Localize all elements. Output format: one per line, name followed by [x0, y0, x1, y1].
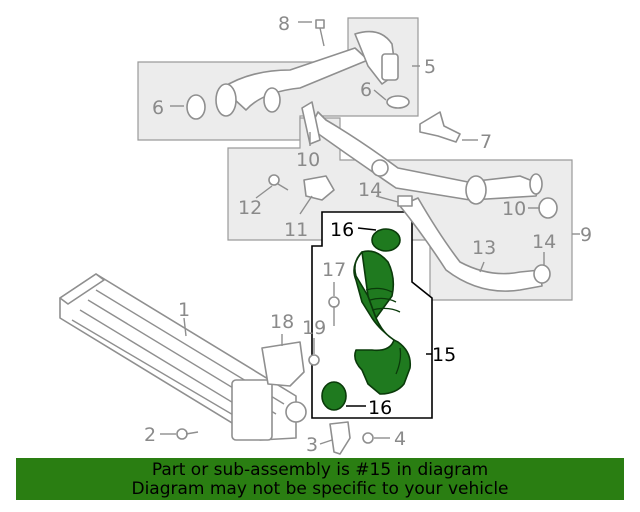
- callout-13: 13: [472, 237, 496, 259]
- callout-11: 11: [284, 219, 308, 241]
- callout-6-left: 6: [152, 97, 164, 119]
- clamp-6-right: [386, 95, 410, 109]
- banner-line-1: Part or sub-assembly is #15 in diagram: [151, 460, 489, 480]
- part-notice-banner: Part or sub-assembly is #15 in diagram D…: [16, 458, 624, 500]
- bracket-10-upper: [301, 101, 321, 145]
- callout-8: 8: [278, 13, 290, 35]
- bracket-3: [329, 421, 351, 455]
- clamp-14-right: [533, 264, 551, 284]
- callout-4: 4: [394, 428, 406, 450]
- callout-2: 2: [144, 424, 156, 446]
- callout-1: 1: [178, 299, 190, 321]
- callout-14-left: 14: [358, 179, 382, 201]
- clamp-10-right: [538, 197, 558, 219]
- callout-14-right: 14: [532, 231, 556, 253]
- callout-7: 7: [480, 131, 492, 153]
- clamp-16-top: [371, 228, 401, 252]
- callout-15: 15: [432, 344, 456, 366]
- callout-3: 3: [306, 434, 318, 456]
- callout-17: 17: [322, 259, 346, 281]
- callout-9: 9: [580, 224, 592, 246]
- callout-10-upper: 10: [296, 149, 320, 171]
- bolt-2: [176, 428, 199, 440]
- callout-10-right: 10: [502, 198, 526, 220]
- bolt-12: [268, 174, 289, 191]
- pipe-assembly-9: [309, 111, 543, 292]
- callout-6-right: 6: [360, 79, 372, 101]
- banner-line-2: Diagram may not be specific to your vehi…: [131, 479, 509, 499]
- callout-19: 19: [302, 317, 326, 339]
- callout-18: 18: [270, 311, 294, 333]
- callout-16-bottom: 16: [368, 397, 392, 419]
- bolt-17: [328, 296, 340, 326]
- bracket-18: [261, 341, 305, 387]
- parts-diagram: 8 5 6 6 7 10 12 11 14 10 13 14 9 16 15 1…: [59, 13, 592, 456]
- hose-15: [353, 250, 412, 395]
- bolt-8: [315, 19, 325, 47]
- bolt-19: [308, 354, 320, 366]
- intercooler-1: [59, 273, 307, 441]
- callout-16-top: 16: [330, 219, 354, 241]
- bracket-7: [419, 111, 461, 143]
- clamp-6-left: [186, 94, 206, 120]
- callout-5: 5: [424, 56, 436, 78]
- pipe-assembly-5: [215, 30, 399, 117]
- clamp-16-bottom: [321, 381, 347, 411]
- callout-12: 12: [238, 197, 262, 219]
- sensor-11: [303, 175, 335, 201]
- leader-lines: [160, 21, 580, 445]
- bolt-4: [362, 432, 374, 444]
